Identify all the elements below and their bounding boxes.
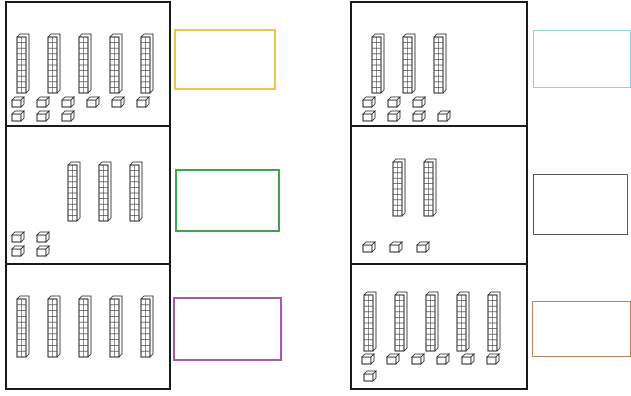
unit-cube bbox=[462, 354, 474, 364]
cell-row-3 bbox=[7, 265, 169, 390]
unit-cube bbox=[438, 111, 450, 121]
answer-box[interactable] bbox=[532, 301, 631, 357]
ten-rod bbox=[130, 162, 142, 221]
ten-rod bbox=[434, 34, 446, 93]
ten-rod bbox=[403, 34, 415, 93]
ten-rod bbox=[393, 159, 405, 216]
answer-box[interactable] bbox=[173, 297, 282, 361]
unit-cube bbox=[12, 246, 24, 256]
unit-cube bbox=[37, 232, 49, 242]
ten-rod bbox=[110, 296, 122, 357]
unit-cube bbox=[388, 111, 400, 121]
base-ten-blocks-group bbox=[352, 265, 530, 390]
answer-box[interactable] bbox=[533, 174, 628, 235]
unit-cube bbox=[363, 97, 375, 107]
ten-rod bbox=[48, 34, 60, 93]
ten-rod bbox=[424, 159, 436, 216]
ten-rod bbox=[488, 292, 500, 351]
unit-cube bbox=[12, 111, 24, 121]
unit-cube bbox=[487, 354, 499, 364]
unit-cube bbox=[12, 97, 24, 107]
base-ten-blocks-group bbox=[352, 3, 530, 125]
base-ten-blocks-group bbox=[7, 265, 173, 390]
answer-box[interactable] bbox=[175, 169, 280, 232]
answer-box[interactable] bbox=[174, 29, 276, 90]
unit-cube bbox=[87, 97, 99, 107]
unit-cube bbox=[137, 97, 149, 107]
ten-rod bbox=[395, 292, 407, 351]
ten-rod bbox=[141, 296, 153, 357]
ten-rod bbox=[68, 162, 80, 221]
unit-cube bbox=[37, 111, 49, 121]
unit-cube bbox=[387, 354, 399, 364]
unit-cube bbox=[12, 232, 24, 242]
unit-cube bbox=[412, 354, 424, 364]
unit-cube bbox=[363, 242, 375, 252]
cell-row-1 bbox=[352, 3, 526, 125]
ten-rod bbox=[372, 34, 384, 93]
ten-rod bbox=[457, 292, 469, 351]
unit-cube bbox=[112, 97, 124, 107]
unit-cube bbox=[37, 246, 49, 256]
unit-cube bbox=[413, 111, 425, 121]
ten-rod bbox=[17, 34, 29, 93]
base-ten-blocks-group bbox=[7, 127, 173, 263]
cell-row-3 bbox=[352, 265, 526, 390]
cell-row-1 bbox=[7, 3, 169, 125]
unit-cube bbox=[364, 371, 376, 381]
unit-cube bbox=[388, 97, 400, 107]
ten-rod bbox=[17, 296, 29, 357]
base-ten-blocks-group bbox=[352, 127, 530, 263]
unit-cube bbox=[413, 97, 425, 107]
unit-cube bbox=[62, 111, 74, 121]
unit-cube bbox=[390, 242, 402, 252]
unit-cube bbox=[37, 97, 49, 107]
base-ten-blocks-group bbox=[7, 3, 173, 125]
ten-rod bbox=[99, 162, 111, 221]
unit-cube bbox=[437, 354, 449, 364]
unit-cube bbox=[363, 111, 375, 121]
right-counting-panel bbox=[350, 1, 528, 390]
ten-rod bbox=[141, 34, 153, 93]
unit-cube bbox=[62, 97, 74, 107]
ten-rod bbox=[79, 34, 91, 93]
answer-box[interactable] bbox=[533, 30, 631, 88]
unit-cube bbox=[362, 354, 374, 364]
cell-row-2 bbox=[7, 127, 169, 263]
ten-rod bbox=[110, 34, 122, 93]
ten-rod bbox=[364, 292, 376, 351]
left-counting-panel bbox=[5, 1, 171, 390]
ten-rod bbox=[79, 296, 91, 357]
cell-row-2 bbox=[352, 127, 526, 263]
ten-rod bbox=[426, 292, 438, 351]
ten-rod bbox=[48, 296, 60, 357]
unit-cube bbox=[417, 242, 429, 252]
